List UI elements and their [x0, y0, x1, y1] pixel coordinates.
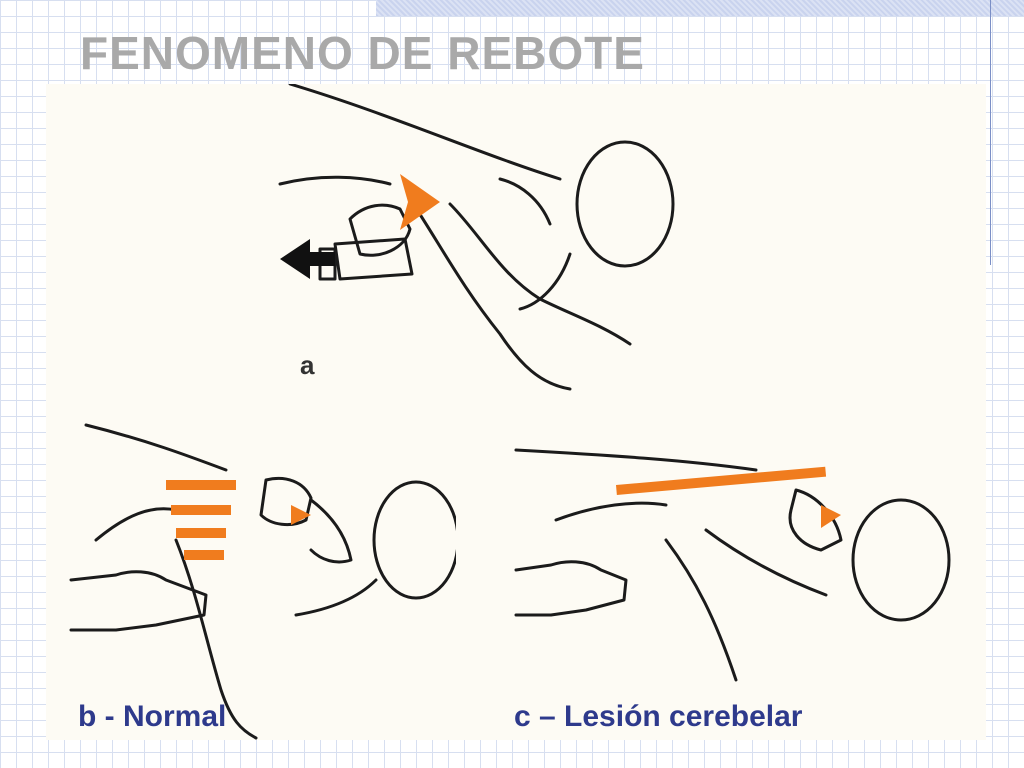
- pull-arrow-black: [280, 239, 335, 279]
- caption-normal: b - Normal: [78, 700, 227, 733]
- forward-arrow-orange: [400, 174, 440, 230]
- examiner-pulling-hand: [333, 237, 414, 281]
- rebound-arrow-3: [176, 528, 226, 538]
- panel-letter-a: a: [300, 350, 315, 380]
- patient-arm-outline: [174, 538, 258, 740]
- rebound-arrow-orange: [616, 466, 841, 528]
- patient-open-hand: [309, 498, 353, 564]
- figure-sheet: [46, 84, 986, 740]
- rebound-arrow-1: [166, 480, 236, 490]
- patient-forearm: [704, 528, 828, 597]
- patient-shoulder-line: [94, 507, 178, 542]
- rebound-arrows-orange: [166, 480, 311, 560]
- examiner-cuff: [318, 247, 337, 281]
- slide-title: FENOMENO DE REBOTE: [80, 27, 645, 79]
- rebound-arrow-shaft: [616, 466, 827, 495]
- patient-fist: [788, 488, 843, 552]
- illustration-panel-a: [240, 84, 720, 404]
- patient-fist: [259, 476, 313, 527]
- patient-neck: [294, 578, 378, 617]
- patient-head: [372, 480, 456, 600]
- illustration-panel-b: [56, 420, 456, 740]
- illustration-panel-c: [506, 430, 966, 700]
- patient-arm-outline: [408, 197, 572, 391]
- rebound-arrowhead: [291, 505, 311, 525]
- patient-head: [575, 140, 675, 268]
- top-decorative-band: [376, 0, 1024, 16]
- right-divider-line: [990, 0, 991, 265]
- patient-head: [851, 498, 951, 622]
- caption-cerebellar-lesion: c – Lesión cerebelar: [514, 700, 803, 733]
- examiner-hand: [69, 570, 208, 632]
- rebound-arrow-2: [171, 505, 231, 515]
- patient-arm-lower-outline: [448, 202, 632, 346]
- examiner-hand-outline: [498, 177, 552, 226]
- patient-neck: [518, 252, 572, 311]
- patient-body-outline: [664, 538, 738, 682]
- patient-fist: [348, 203, 412, 257]
- patient-shoulder-line: [554, 501, 668, 522]
- rebound-arrowhead: [821, 505, 841, 528]
- rebound-arrow-4: [184, 550, 224, 560]
- examiner-arm-outline: [288, 84, 562, 181]
- patient-shoulder-line: [278, 175, 392, 186]
- patient-upper-arm-outline: [84, 423, 228, 472]
- patient-arm-top-outline: [514, 448, 758, 472]
- examiner-hand: [514, 560, 628, 617]
